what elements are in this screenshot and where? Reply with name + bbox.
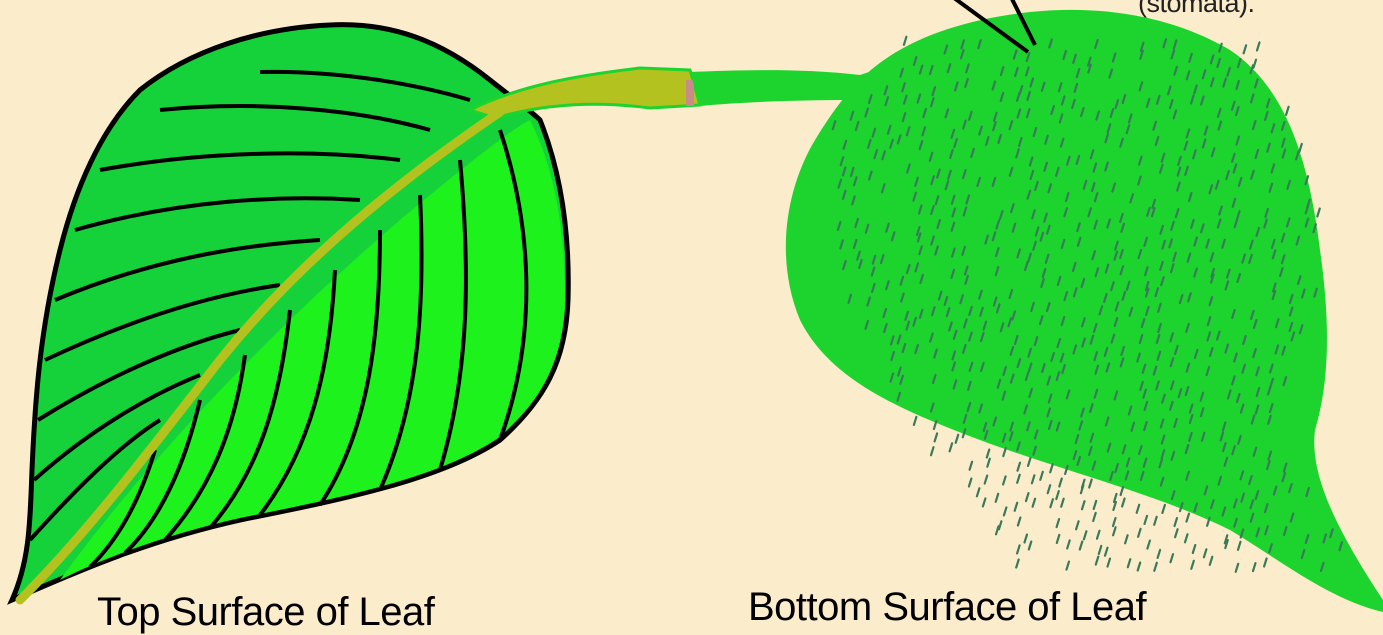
stoma-mark — [1113, 518, 1116, 526]
stoma-mark — [1061, 499, 1064, 507]
stoma-mark — [1080, 542, 1083, 550]
stoma-mark — [1154, 563, 1157, 571]
stoma-mark — [1026, 493, 1029, 501]
stoma-mark — [1067, 562, 1070, 570]
stoma-mark — [1162, 505, 1165, 513]
stoma-mark — [1093, 513, 1096, 521]
stoma-mark — [969, 479, 972, 487]
stoma-mark — [996, 494, 999, 502]
stoma-mark — [1057, 535, 1060, 543]
stoma-mark — [1057, 519, 1060, 527]
stoma-mark — [1113, 502, 1116, 510]
stoma-mark — [1018, 518, 1021, 526]
stoma-mark — [1253, 563, 1256, 571]
stoma-mark — [1033, 499, 1036, 507]
stoma-mark — [1154, 517, 1157, 525]
stoma-mark — [1185, 534, 1188, 542]
stoma-mark — [1040, 472, 1043, 480]
stoma-mark — [1015, 503, 1018, 511]
bottom-surface-caption: Bottom Surface of Leaf — [748, 585, 1146, 630]
stoma-mark — [1025, 535, 1028, 543]
stoma-mark — [1017, 475, 1020, 483]
stoma-mark — [1029, 542, 1032, 550]
stoma-mark — [956, 435, 959, 443]
stoma-mark — [1264, 559, 1267, 567]
stoma-mark — [1018, 463, 1021, 471]
stoma-mark — [1050, 464, 1053, 472]
stoma-mark — [1082, 501, 1085, 509]
stoma-mark — [1254, 60, 1257, 68]
stoma-mark — [1105, 548, 1108, 556]
stoma-mark — [935, 433, 938, 441]
stoma-mark — [1193, 545, 1196, 553]
stoma-mark — [1210, 557, 1213, 565]
stoma-mark — [1158, 550, 1161, 558]
stoma-mark — [1138, 529, 1141, 537]
stoma-mark — [1147, 541, 1150, 549]
stoma-mark — [1114, 494, 1117, 502]
stoma-mark — [1187, 514, 1190, 522]
stoma-mark — [987, 450, 990, 458]
stoma-mark — [904, 37, 907, 45]
stoma-mark — [1244, 45, 1247, 53]
top-surface-caption: Top Surface of Leaf — [97, 590, 434, 635]
stoma-mark — [1067, 540, 1070, 548]
stoma-mark — [999, 521, 1002, 529]
stoma-mark — [1175, 518, 1178, 526]
stoma-mark — [1059, 479, 1062, 487]
stoma-mark — [1032, 475, 1035, 483]
stoma-mark — [1299, 144, 1302, 152]
stoma-mark — [1204, 549, 1207, 557]
stoma-mark — [983, 498, 986, 506]
stoma-mark — [1145, 516, 1148, 524]
top-surface-leaf — [12, 25, 700, 600]
stomata-callout-text: (stomata). — [1138, 0, 1255, 19]
stoma-mark — [970, 462, 973, 470]
stoma-mark — [1028, 458, 1031, 466]
stoma-mark — [1238, 542, 1241, 550]
stoma-mark — [1056, 491, 1059, 499]
stoma-mark — [977, 488, 980, 496]
stoma-mark — [1003, 476, 1006, 484]
stoma-mark — [1048, 485, 1051, 493]
stoma-mark — [1175, 529, 1178, 537]
stoma-mark — [1050, 499, 1053, 507]
stoma-mark — [1016, 560, 1019, 568]
stoma-mark — [1121, 487, 1124, 495]
stoma-mark — [1286, 107, 1289, 115]
stoma-mark — [1236, 564, 1239, 572]
stoma-mark — [987, 459, 990, 467]
stoma-mark — [1097, 531, 1100, 539]
stoma-mark — [985, 476, 988, 484]
stoma-mark — [1125, 535, 1128, 543]
stoma-mark — [950, 443, 953, 451]
stoma-mark — [1113, 527, 1116, 535]
bottom-surface-leaf — [786, 10, 1383, 612]
stoma-mark — [1096, 557, 1099, 565]
stoma-mark — [934, 421, 937, 429]
bottom-leaf-blade — [786, 10, 1383, 612]
stoma-mark — [1076, 521, 1079, 529]
stoma-mark — [1017, 545, 1020, 553]
stoma-mark — [1317, 209, 1320, 217]
stoma-mark — [1004, 507, 1007, 515]
stoma-mark — [914, 417, 917, 425]
stoma-mark — [1084, 531, 1087, 539]
stoma-mark — [931, 447, 934, 455]
stoma-mark — [1128, 559, 1131, 567]
stoma-mark — [1099, 546, 1102, 554]
stoma-mark — [1171, 554, 1174, 562]
stoma-mark — [1257, 42, 1260, 50]
stoma-mark — [1137, 505, 1140, 513]
stoma-mark — [1138, 563, 1141, 571]
stoma-mark — [1089, 480, 1092, 488]
stoma-mark — [1003, 448, 1006, 456]
stoma-mark — [1094, 501, 1097, 509]
stoma-mark — [1122, 499, 1125, 507]
stoma-mark — [1191, 561, 1194, 569]
stoma-mark — [1108, 559, 1111, 567]
petiole-cut-mark — [686, 80, 694, 106]
stoma-mark — [996, 526, 999, 534]
